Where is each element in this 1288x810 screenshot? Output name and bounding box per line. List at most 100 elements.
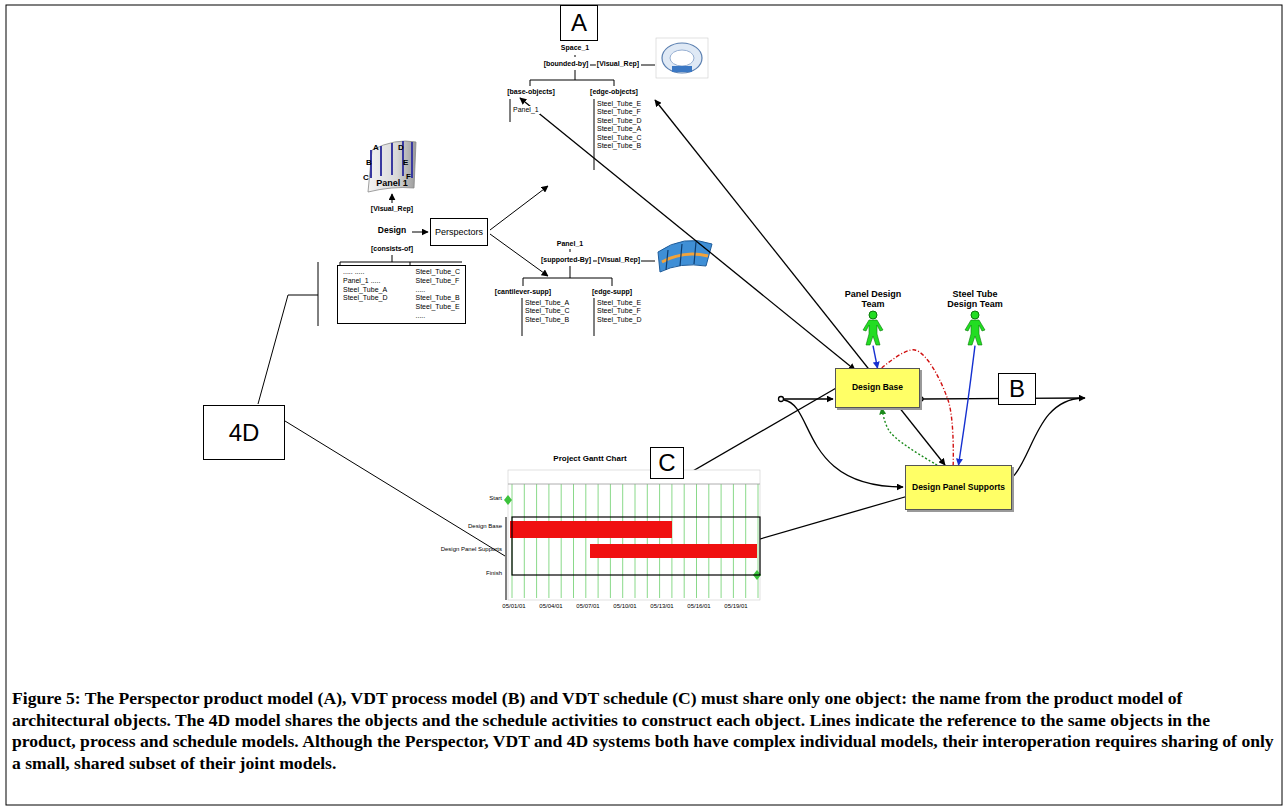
line-shape bbox=[318, 262, 319, 326]
relation-label: [base-objects] bbox=[506, 88, 555, 96]
node-label: B bbox=[1009, 375, 1025, 403]
grid-line bbox=[524, 484, 525, 598]
line-shape bbox=[288, 295, 318, 296]
line-shape bbox=[506, 517, 507, 600]
model-name: Design bbox=[377, 226, 407, 236]
object-name: Panel_1 bbox=[512, 106, 540, 114]
tree-lines bbox=[258, 186, 548, 600]
line-shape bbox=[575, 70, 576, 80]
task-box: Design Panel Supports bbox=[905, 465, 1012, 510]
panel-illustration bbox=[368, 141, 416, 192]
date-label: 05/16/01 bbox=[687, 603, 710, 610]
panel-letter: C bbox=[363, 173, 369, 182]
grid-line bbox=[635, 484, 636, 598]
panel-letter: D bbox=[398, 143, 404, 152]
line-shape bbox=[641, 261, 655, 262]
line-shape bbox=[490, 186, 548, 230]
space-tree-lines bbox=[510, 55, 655, 170]
relation-label: [edge-objects] bbox=[589, 88, 639, 96]
space-illustration bbox=[656, 38, 708, 78]
object-list: Steel_Tube_E Steel_Tube_F Steel_Tube_D bbox=[597, 299, 641, 324]
grid-line bbox=[548, 484, 549, 598]
line-shape bbox=[641, 65, 655, 66]
grid-line bbox=[585, 484, 586, 598]
line-shape bbox=[285, 421, 505, 556]
object-list: ..... ..... Panel_1 ..... Steel_Tube_A S… bbox=[343, 268, 387, 321]
line-shape bbox=[391, 143, 393, 175]
panel-letter: A bbox=[373, 143, 379, 152]
date-label: 05/13/01 bbox=[650, 603, 673, 610]
line-shape bbox=[530, 80, 614, 81]
relation-label: [edge-supp] bbox=[591, 288, 633, 296]
relation-label: [bounded-by] bbox=[543, 60, 590, 68]
rect-shape bbox=[508, 470, 760, 600]
path-shape bbox=[658, 240, 712, 272]
grid-line bbox=[733, 484, 734, 598]
node-label: Steel Tube Design Team bbox=[940, 289, 1010, 310]
connector bbox=[882, 408, 937, 465]
object-list-box: ..... ..... Panel_1 ..... Steel_Tube_A S… bbox=[337, 265, 466, 324]
grid-line bbox=[659, 484, 660, 598]
line-shape bbox=[655, 100, 945, 465]
line-shape bbox=[510, 99, 511, 122]
line-shape bbox=[412, 232, 428, 233]
grid-line bbox=[758, 484, 759, 598]
object-name: Panel_1 bbox=[556, 240, 584, 248]
date-label: 05/04/01 bbox=[539, 603, 562, 610]
relation-label: [Visual_Rep] bbox=[370, 205, 414, 213]
grid-line bbox=[671, 484, 672, 598]
ellipse-shape bbox=[670, 50, 694, 66]
rect-shape bbox=[590, 544, 757, 558]
rect-shape bbox=[656, 38, 708, 78]
relation-label: [consists-of] bbox=[370, 245, 414, 253]
line-shape bbox=[575, 55, 576, 57]
node-label: Design Base bbox=[852, 383, 903, 393]
row-label: Design Panel Supports bbox=[441, 546, 502, 553]
line-shape bbox=[594, 298, 595, 336]
row-label: Start bbox=[489, 495, 502, 502]
grid-line bbox=[536, 484, 537, 598]
path-shape bbox=[368, 141, 416, 192]
row-label: Finish bbox=[486, 570, 502, 577]
line-shape bbox=[380, 146, 382, 176]
person-body bbox=[965, 320, 985, 345]
path-shape bbox=[666, 242, 696, 270]
connector bbox=[873, 346, 878, 368]
relation-label: [Visual_Rep] bbox=[597, 256, 641, 264]
line-shape bbox=[523, 278, 524, 286]
node-label: A bbox=[571, 9, 587, 37]
line-shape bbox=[522, 298, 523, 336]
line-shape bbox=[614, 80, 615, 86]
grid-line bbox=[684, 484, 685, 598]
person-head bbox=[869, 311, 877, 319]
relation-label: [cantilever-supp] bbox=[494, 288, 552, 296]
grid-line bbox=[708, 484, 709, 598]
circle-shape bbox=[779, 397, 784, 402]
line-shape bbox=[523, 278, 612, 279]
g-shape bbox=[508, 484, 760, 598]
person-icon bbox=[861, 310, 885, 346]
chart-title: Project Gantt Chart bbox=[553, 454, 626, 463]
panel-name: Panel 1 bbox=[376, 178, 408, 188]
object-list: Steel_Tube_C Steel_Tube_F ..... Steel_Tu… bbox=[416, 268, 461, 321]
relation-label: [supported-By] bbox=[540, 256, 592, 264]
grid-line bbox=[598, 484, 599, 598]
panel-letter: E bbox=[403, 158, 408, 167]
connector bbox=[959, 346, 975, 465]
person-body bbox=[863, 320, 883, 345]
grid-line bbox=[647, 484, 648, 598]
date-label: 05/07/01 bbox=[576, 603, 599, 610]
rect-shape bbox=[510, 521, 672, 538]
path-shape bbox=[784, 398, 833, 399]
object-list: Steel_Tube_E Steel_Tube_F Steel_Tube_D S… bbox=[597, 100, 642, 150]
rect-shape bbox=[672, 66, 692, 72]
figure-caption: Figure 5: The Perspector product model (… bbox=[12, 688, 1274, 774]
rect-shape bbox=[512, 517, 760, 575]
grid-line bbox=[573, 484, 574, 598]
line-shape bbox=[520, 98, 855, 370]
line-shape bbox=[392, 194, 393, 203]
path-shape bbox=[504, 495, 512, 505]
figure-frame bbox=[6, 5, 1282, 805]
grid-line bbox=[696, 484, 697, 598]
